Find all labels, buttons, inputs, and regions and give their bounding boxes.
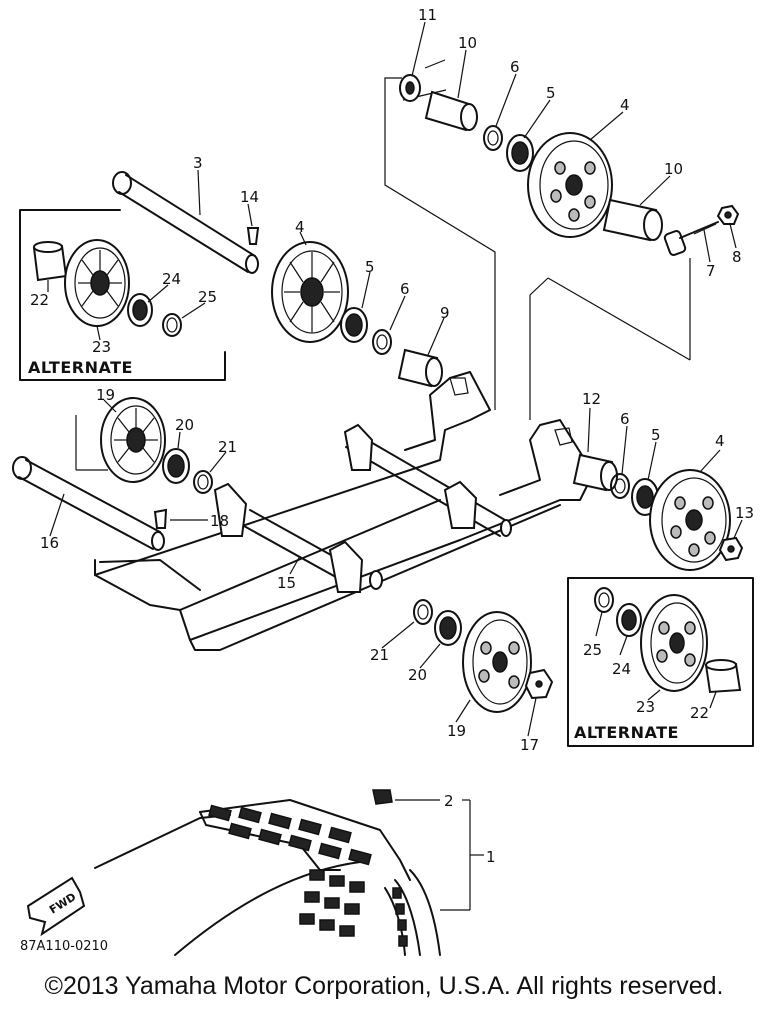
wheel-23-right — [640, 594, 708, 692]
fwd-arrow-icon: FWD — [26, 876, 86, 937]
callout-17: 17 — [520, 736, 539, 754]
nut-11 — [399, 74, 421, 102]
bearing-24-right — [616, 603, 642, 637]
slide-rail-frame — [94, 371, 591, 651]
callout-4-left: 4 — [295, 218, 305, 236]
callout-7: 7 — [706, 262, 716, 280]
nut-8 — [716, 204, 740, 225]
callout-20-upper: 20 — [175, 416, 194, 434]
callout-18: 18 — [210, 512, 229, 530]
wheel-19-upper — [100, 397, 166, 483]
track-assembly — [94, 799, 441, 956]
clip-2 — [372, 789, 393, 805]
alternate-box-right: ALTERNATE — [567, 577, 754, 747]
callout-5-right: 5 — [651, 426, 661, 444]
bearing-20-lower — [434, 610, 462, 646]
callout-21-upper: 21 — [218, 438, 237, 456]
callout-5-left: 5 — [365, 258, 375, 276]
circlip-25-left — [162, 313, 182, 337]
callout-1: 1 — [486, 848, 496, 866]
callout-4-right: 4 — [715, 432, 725, 450]
callout-10-upper: 10 — [458, 34, 477, 52]
callout-22-right: 22 — [690, 704, 709, 722]
callout-11: 11 — [418, 6, 437, 24]
callout-12: 12 — [582, 390, 601, 408]
callout-23-right: 23 — [636, 698, 655, 716]
collar-22-right — [704, 659, 742, 694]
leader-lines — [47, 21, 743, 737]
nut-17 — [524, 668, 554, 700]
copyright-notice: ©2013 Yamaha Motor Corporation, U.S.A. A… — [44, 972, 724, 1000]
pin-18 — [153, 508, 168, 529]
wheel-19-lower — [462, 611, 532, 713]
callout-6-right: 6 — [620, 410, 630, 428]
callout-22-left: 22 — [30, 291, 49, 309]
callout-6-upper: 6 — [510, 58, 520, 76]
alternate-label-right: ALTERNATE — [574, 723, 679, 742]
collar-22-left — [32, 241, 68, 282]
cross-shaft — [343, 423, 512, 537]
collar-10-right — [602, 198, 663, 242]
callout-21-lower: 21 — [370, 646, 389, 664]
callout-13: 13 — [735, 504, 754, 522]
pin-14 — [246, 227, 260, 245]
circlip-6-right — [610, 473, 630, 499]
callout-3: 3 — [193, 154, 203, 172]
callout-numbers: 11 10 6 5 4 10 7 8 3 14 4 5 6 9 22 24 25… — [30, 6, 754, 866]
circlip-6-upper — [483, 125, 503, 151]
collar-9 — [397, 348, 443, 388]
collar-12 — [572, 453, 618, 492]
callout-24-left: 24 — [162, 270, 181, 288]
callout-6-left: 6 — [400, 280, 410, 298]
callout-25-left: 25 — [198, 288, 217, 306]
callout-4-upper: 4 — [620, 96, 630, 114]
wheel-4-left — [271, 241, 349, 343]
bearing-24-left — [127, 293, 153, 327]
callout-19-lower: 19 — [447, 722, 466, 740]
callout-23-left: 23 — [92, 338, 111, 356]
callout-5-upper: 5 — [546, 84, 556, 102]
figure-code: 87A110-0210 — [20, 939, 108, 954]
callout-20-lower: 20 — [408, 666, 427, 684]
bearing-5-left — [340, 307, 368, 343]
bearing-5-upper — [506, 134, 534, 172]
circlip-21-lower — [413, 599, 433, 625]
bolt-7 — [663, 221, 719, 256]
circlip-21-upper — [193, 470, 213, 494]
alternate-label-left: ALTERNATE — [28, 358, 133, 377]
nut-13 — [718, 536, 744, 562]
shaft-3 — [112, 171, 259, 274]
callout-19-upper: 19 — [96, 386, 115, 404]
assembly-lines — [75, 59, 691, 471]
callout-24-right: 24 — [612, 660, 631, 678]
bracket-1-2 — [395, 799, 484, 911]
collar-10-upper — [424, 90, 478, 132]
alternate-box-left: ALTERNATE — [19, 209, 226, 381]
circlip-6-left — [372, 329, 392, 355]
wheel-4-upper — [527, 132, 613, 238]
callout-9: 9 — [440, 304, 450, 322]
callout-14: 14 — [240, 188, 259, 206]
callout-25-right: 25 — [583, 641, 602, 659]
bearing-20-upper — [162, 448, 190, 484]
callout-10-right: 10 — [664, 160, 683, 178]
callout-2: 2 — [444, 792, 454, 810]
callout-16: 16 — [40, 534, 59, 552]
wheel-23-left — [64, 239, 130, 327]
shaft-16 — [12, 456, 165, 551]
callout-15: 15 — [277, 574, 296, 592]
circlip-25-right — [594, 587, 614, 613]
shaft-15 — [213, 482, 383, 593]
callout-8: 8 — [732, 248, 742, 266]
wheel-4-right — [649, 469, 731, 571]
